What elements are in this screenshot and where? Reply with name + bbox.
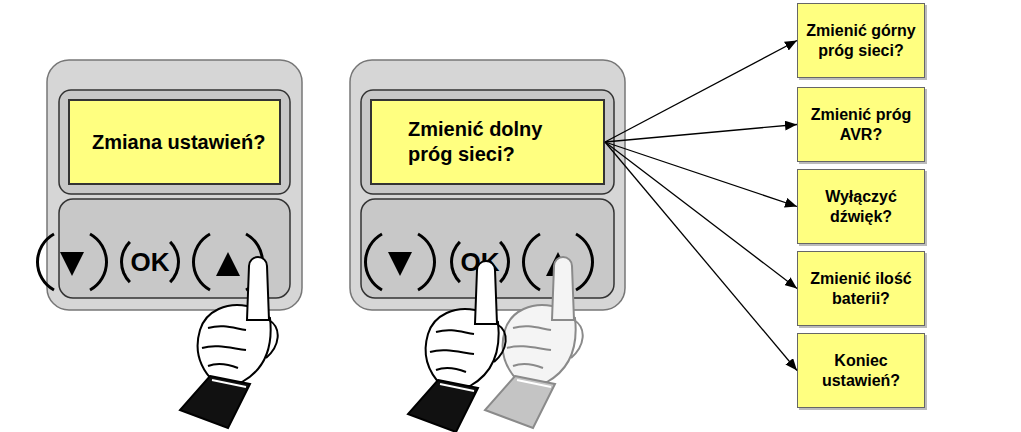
node-text: Zmiana ustawień? xyxy=(92,130,265,155)
arrow-connector xyxy=(605,125,797,143)
menu-option-box: Zmienić ilość baterii? xyxy=(797,251,925,326)
arrow-connector xyxy=(605,142,797,289)
arrow-connector xyxy=(605,142,797,207)
node-text: OK xyxy=(131,247,170,278)
arrow-connector xyxy=(605,142,797,371)
menu-option-box: Wyłączyć dźwięk? xyxy=(797,169,925,244)
pointing-hand xyxy=(408,261,506,432)
pointing-hand-secondary xyxy=(485,257,583,428)
down-arrow-symbol xyxy=(60,252,84,276)
screen-frame xyxy=(361,90,614,194)
down-arrow-symbol xyxy=(388,252,412,276)
pointing-hand xyxy=(180,257,278,428)
node-text: Zmienić górny próg sieci? xyxy=(802,21,920,59)
node-text: Zmienić próg AVR? xyxy=(802,105,920,143)
button-outline xyxy=(365,234,434,290)
arrow-connector xyxy=(605,41,797,143)
node-text: Zmienić dolny próg sieci? xyxy=(408,117,553,167)
menu-option-box: Zmienić górny próg sieci? xyxy=(797,3,925,78)
lcd-screen: Zmiana ustawień? xyxy=(68,99,281,185)
button-outline xyxy=(37,234,106,290)
screen-frame xyxy=(59,90,290,194)
menu-option-box: Zmienić próg AVR? xyxy=(797,87,925,162)
menu-option-box: Koniec ustawień? xyxy=(797,333,925,408)
lcd-screen: Zmienić dolny próg sieci? xyxy=(370,99,605,185)
node-text: Wyłączyć dźwięk? xyxy=(802,187,920,225)
node-text: Koniec ustawień? xyxy=(802,351,920,389)
up-arrow-symbol xyxy=(216,252,240,276)
ok-button: OK xyxy=(120,232,180,292)
node-text: Zmienić ilość baterii? xyxy=(802,269,920,307)
